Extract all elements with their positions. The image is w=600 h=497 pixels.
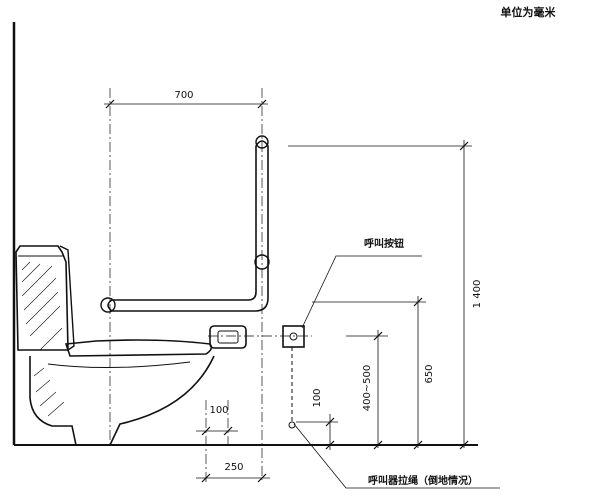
dim-paper-holder-offset <box>196 426 238 436</box>
dim-grab-bar-width <box>104 99 268 109</box>
dim-button-height <box>413 296 423 450</box>
pull-cord-leader <box>293 423 500 489</box>
dim-grab-bar-height <box>459 140 469 450</box>
dim-cord-end-gap <box>325 414 335 450</box>
center-lines <box>109 88 312 485</box>
dim-pull-cord-range <box>373 330 383 450</box>
call-button-label: 呼叫按钮 <box>364 237 404 250</box>
dim-cord-100-label: 100 <box>312 388 323 407</box>
units-note: 单位为毫米 <box>501 5 557 19</box>
call-button-box <box>282 325 305 348</box>
toilet <box>15 245 215 446</box>
dim-650-label: 650 <box>424 364 435 383</box>
l-grab-bar <box>100 135 270 313</box>
dim-paper-holder-distance <box>196 473 270 483</box>
dim-250-label: 250 <box>224 462 243 473</box>
dim-holder-100-label: 100 <box>209 405 228 416</box>
dim-700-label: 700 <box>174 90 193 101</box>
pull-cord <box>288 347 296 429</box>
toilet-paper-holder <box>209 325 247 349</box>
dim-1400-label: 1 400 <box>472 280 483 309</box>
pull-cord-label: 呼叫器拉绳（倒地情况） <box>368 474 478 487</box>
dim-400-500-label: 400~500 <box>362 365 373 412</box>
call-button-leader <box>301 255 422 329</box>
